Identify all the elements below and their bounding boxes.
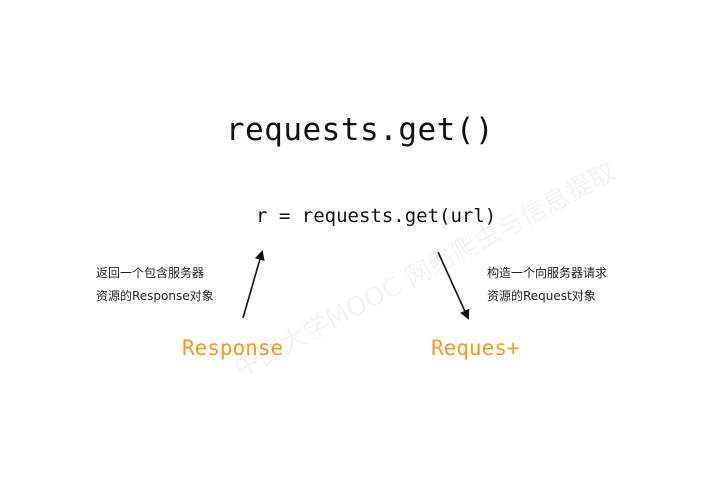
response-label: Response	[182, 336, 284, 360]
request-description: 构造一个向服务器请求 资源的Request对象	[487, 262, 607, 308]
response-arrow	[242, 250, 265, 319]
request-arrow	[437, 251, 470, 320]
request-description-line-2: 资源的Request对象	[487, 289, 596, 303]
diagram-title: requests.get()	[225, 112, 495, 148]
request-description-line-1: 构造一个向服务器请求	[487, 266, 608, 280]
code-expression: r = requests.get(url)	[256, 205, 497, 227]
request-label: Reques+	[431, 336, 520, 360]
response-description: 返回一个包含服务器 资源的Response对象	[96, 262, 214, 308]
response-description-line-1: 返回一个包含服务器	[96, 266, 205, 280]
response-description-line-2: 资源的Response对象	[96, 289, 214, 303]
